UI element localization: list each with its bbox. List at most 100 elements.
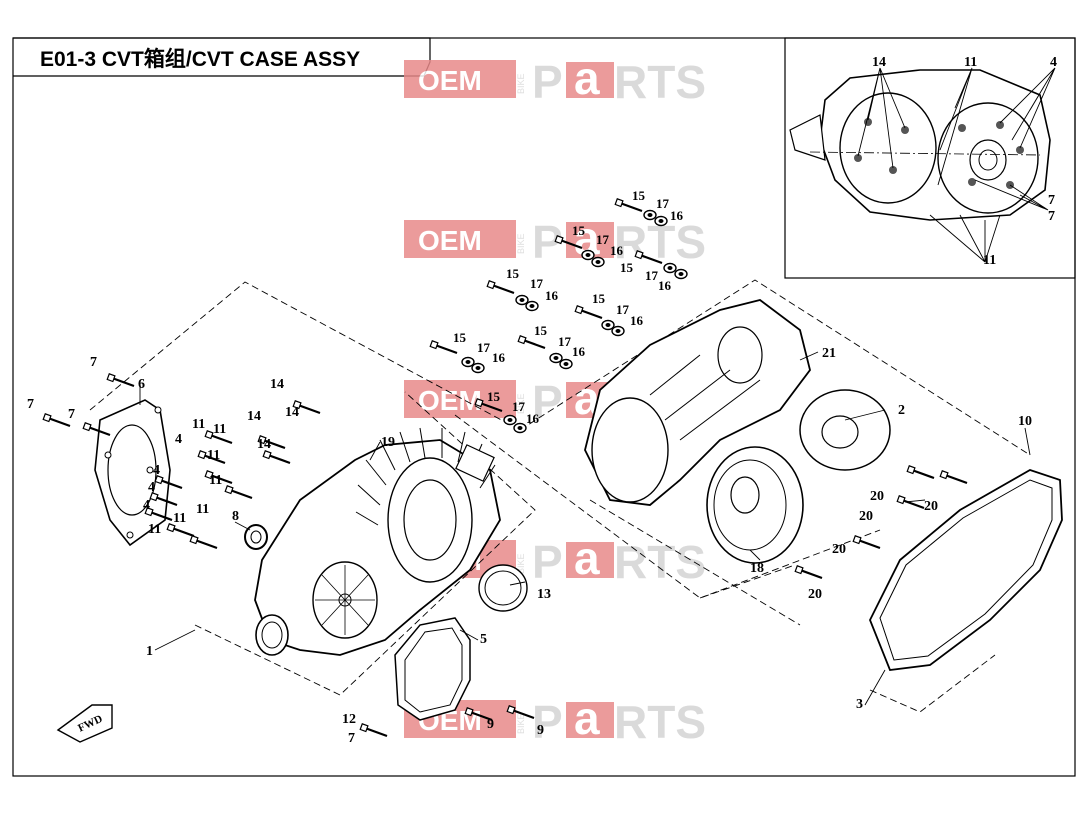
callout-16c: 16: [658, 278, 672, 293]
callout-20a: 20: [924, 499, 938, 514]
callout-20-extra: 20: [870, 489, 884, 504]
callout-18: 18: [750, 561, 764, 576]
svg-text:BIKE: BIKE: [516, 73, 526, 94]
callout-17h: 17: [512, 399, 526, 414]
callout-15g: 15: [534, 323, 548, 338]
callout-15f: 15: [453, 330, 467, 345]
callout-19: 19: [381, 435, 395, 450]
callout-15b: 15: [572, 223, 586, 238]
callout-16g: 16: [572, 344, 586, 359]
leader-lines: [139, 351, 1031, 706]
svg-text:OEM: OEM: [418, 385, 482, 416]
callout-16a: 16: [670, 208, 684, 223]
callout-4c: 4: [148, 480, 155, 495]
callout-17b: 17: [596, 232, 610, 247]
watermark-1: OEM BIKE P a RTS: [404, 52, 706, 108]
callout-11f: 11: [148, 522, 161, 537]
callout-labels: 1 2 3 4 4 4 4 5 6 7 7 7 7 8 9 9 10 11 11…: [27, 55, 1057, 746]
callout-11d: 11: [209, 473, 222, 488]
callout-17e: 17: [616, 302, 630, 317]
gasket-part-13: [478, 564, 528, 612]
callout-9b: 9: [537, 723, 544, 738]
callout-7a: 7: [90, 355, 97, 370]
plate-part-2: [799, 389, 891, 471]
callout-14c: 14: [247, 409, 261, 424]
watermark-2: OEM BIKE P a RTS: [404, 212, 706, 268]
callout-6: 6: [138, 377, 145, 392]
callout-11i: 11: [983, 253, 996, 268]
inspection-cover-part-5: [394, 617, 471, 721]
callout-11e: 11: [196, 502, 209, 517]
svg-text:P: P: [532, 376, 563, 428]
callout-15c: 15: [620, 260, 634, 275]
callout-7-inset-b: 7: [1048, 209, 1055, 224]
callout-20b: 20: [859, 509, 873, 524]
svg-text:P: P: [532, 56, 563, 108]
callout-15a: 15: [632, 188, 646, 203]
callout-7b: 7: [27, 397, 34, 412]
inset-box: [784, 37, 1076, 279]
callout-20d: 20: [808, 587, 822, 602]
callout-17c: 17: [645, 268, 659, 283]
callout-14e: 14: [872, 55, 886, 70]
callout-15d: 15: [506, 266, 520, 281]
callout-11h: 11: [964, 55, 977, 70]
diagram-title: E01-3 CVT箱组/CVT CASE ASSY: [40, 47, 360, 71]
callout-16b: 16: [610, 243, 624, 258]
callout-17g: 17: [558, 334, 572, 349]
callout-4d: 4: [143, 498, 150, 513]
callout-16h: 16: [526, 411, 540, 426]
callout-4-inset: 4: [1050, 55, 1057, 70]
callout-2: 2: [898, 403, 905, 418]
callout-11c: 11: [207, 448, 220, 463]
drum-part-18: [706, 446, 804, 564]
callout-7c: 7: [68, 407, 75, 422]
callout-1: 1: [146, 644, 153, 659]
callout-9a: 9: [487, 717, 494, 732]
svg-text:BIKE: BIKE: [516, 713, 526, 734]
cvt-outer-cover-part-1: [254, 427, 501, 656]
callout-15e: 15: [592, 291, 606, 306]
oil-seal-part-8: [244, 524, 268, 550]
cvt-inner-case-part-21: [584, 299, 811, 506]
callout-17d: 17: [530, 276, 544, 291]
callout-16e: 16: [630, 313, 644, 328]
callout-14b: 14: [285, 405, 299, 420]
callout-7d: 7: [348, 731, 355, 746]
page-border: [12, 37, 1076, 777]
callout-12: 12: [342, 712, 356, 727]
callout-7-inset-a: 7: [1048, 193, 1055, 208]
svg-text:BIKE: BIKE: [516, 553, 526, 574]
inset-cvt-case-view: [789, 67, 1056, 263]
callout-16d: 16: [545, 288, 559, 303]
svg-text:OEM: OEM: [418, 65, 482, 96]
svg-text:RTS: RTS: [614, 536, 706, 588]
svg-text:RTS: RTS: [614, 696, 706, 748]
svg-text:OEM: OEM: [418, 225, 482, 256]
callout-3: 3: [856, 697, 863, 712]
callout-10: 10: [1018, 414, 1032, 429]
callout-11g: 11: [173, 511, 186, 526]
callout-17a: 17: [656, 196, 670, 211]
callout-17f: 17: [477, 340, 491, 355]
callout-13: 13: [537, 587, 551, 602]
callout-21: 21: [822, 346, 836, 361]
callout-11b: 11: [213, 422, 226, 437]
callout-4a: 4: [175, 432, 182, 447]
callout-20c: 20: [832, 542, 846, 557]
callout-4b: 4: [153, 463, 160, 478]
callout-8: 8: [232, 509, 239, 524]
svg-text:P: P: [532, 696, 563, 748]
svg-text:RTS: RTS: [614, 56, 706, 108]
svg-text:a: a: [574, 692, 600, 744]
case-gasket-part-3: [869, 469, 1063, 671]
callout-15h: 15: [487, 389, 501, 404]
callout-11a: 11: [192, 417, 205, 432]
svg-text:BIKE: BIKE: [516, 233, 526, 254]
forward-arrow-icon: FWD: [56, 704, 113, 743]
callout-14a: 14: [270, 377, 284, 392]
svg-text:P: P: [532, 536, 563, 588]
callout-5: 5: [480, 632, 487, 647]
callout-14d: 14: [257, 437, 271, 452]
